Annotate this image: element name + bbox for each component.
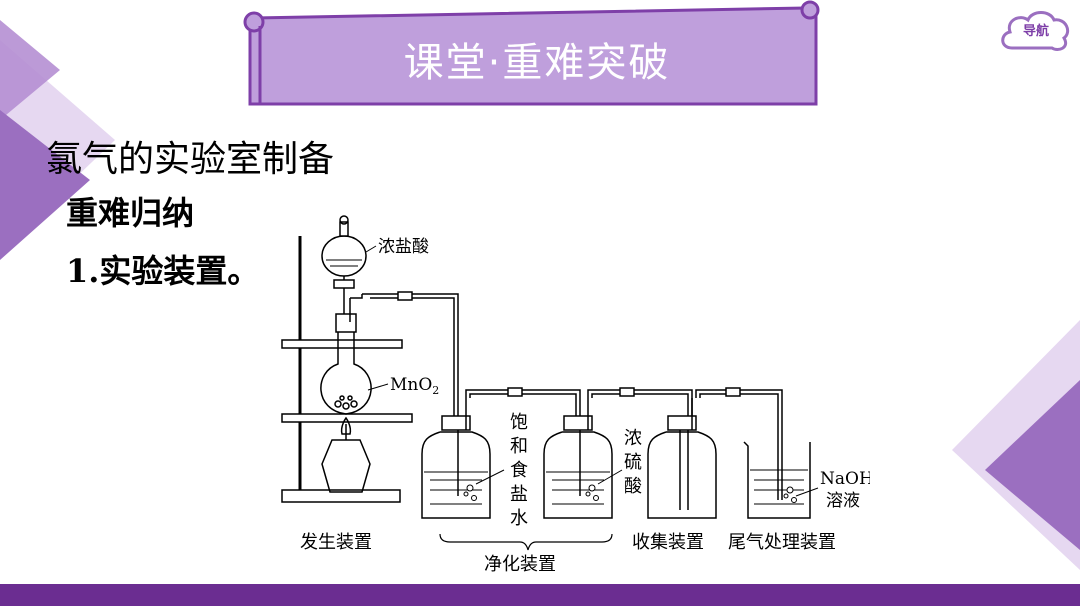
nav-cloud-button[interactable] [998,8,1072,56]
caption-generator: 发生装置 [300,532,372,553]
alcohol-lamp [321,439,371,493]
item-heading: 1.实验装置。 [66,252,260,290]
round-flask [320,332,372,415]
title-banner [243,0,820,106]
label-mno2-main: MnO [390,375,432,395]
label-brine-2: 和 [510,436,528,457]
section-title: 氯气的实验室制备 [46,139,335,180]
left-corner-decoration [0,20,115,260]
caption-collector: 收集装置 [632,532,704,553]
wash-bottle-brine [421,431,491,519]
label-naoh-1: NaOH [820,469,870,489]
sub-heading: 重难归纳 [66,194,195,232]
label-mno2: MnO2 [390,375,439,397]
wash-bottle-acid [543,431,613,519]
separatory-funnel [321,235,367,277]
footer-bar [0,584,1080,606]
right-corner-decoration [952,320,1080,570]
caption-tail-gas: 尾气处理装置 [728,532,836,553]
flame [340,416,352,435]
label-acid-3: 酸 [624,476,642,497]
label-brine-4: 盐 [510,484,528,505]
label-acid-2: 硫 [624,452,642,473]
apparatus-diagram: 浓盐酸 MnO2 饱 和 食 盐 水 浓 硫 酸 NaOH 溶液 发生装置 净化… [281,215,870,575]
stand-base [281,489,401,503]
label-brine-1: 饱 [510,412,528,433]
label-brine-3: 食 [510,460,528,481]
flask-stopper [335,313,357,333]
clamp-upper [281,339,403,349]
label-acid-1: 浓 [624,428,642,449]
delivery-tube [362,293,459,424]
label-brine-5: 水 [510,508,528,529]
caption-purifier: 净化装置 [484,554,556,575]
label-conc-hcl: 浓盐酸 [378,237,429,257]
beaker [743,441,811,519]
collection-bottle [647,431,717,519]
page-title: 课堂·重难突破 [403,40,671,86]
nav-label[interactable]: 导航 [1022,24,1049,39]
label-naoh-2: 溶液 [826,491,860,511]
label-mno2-sub: 2 [432,384,439,397]
